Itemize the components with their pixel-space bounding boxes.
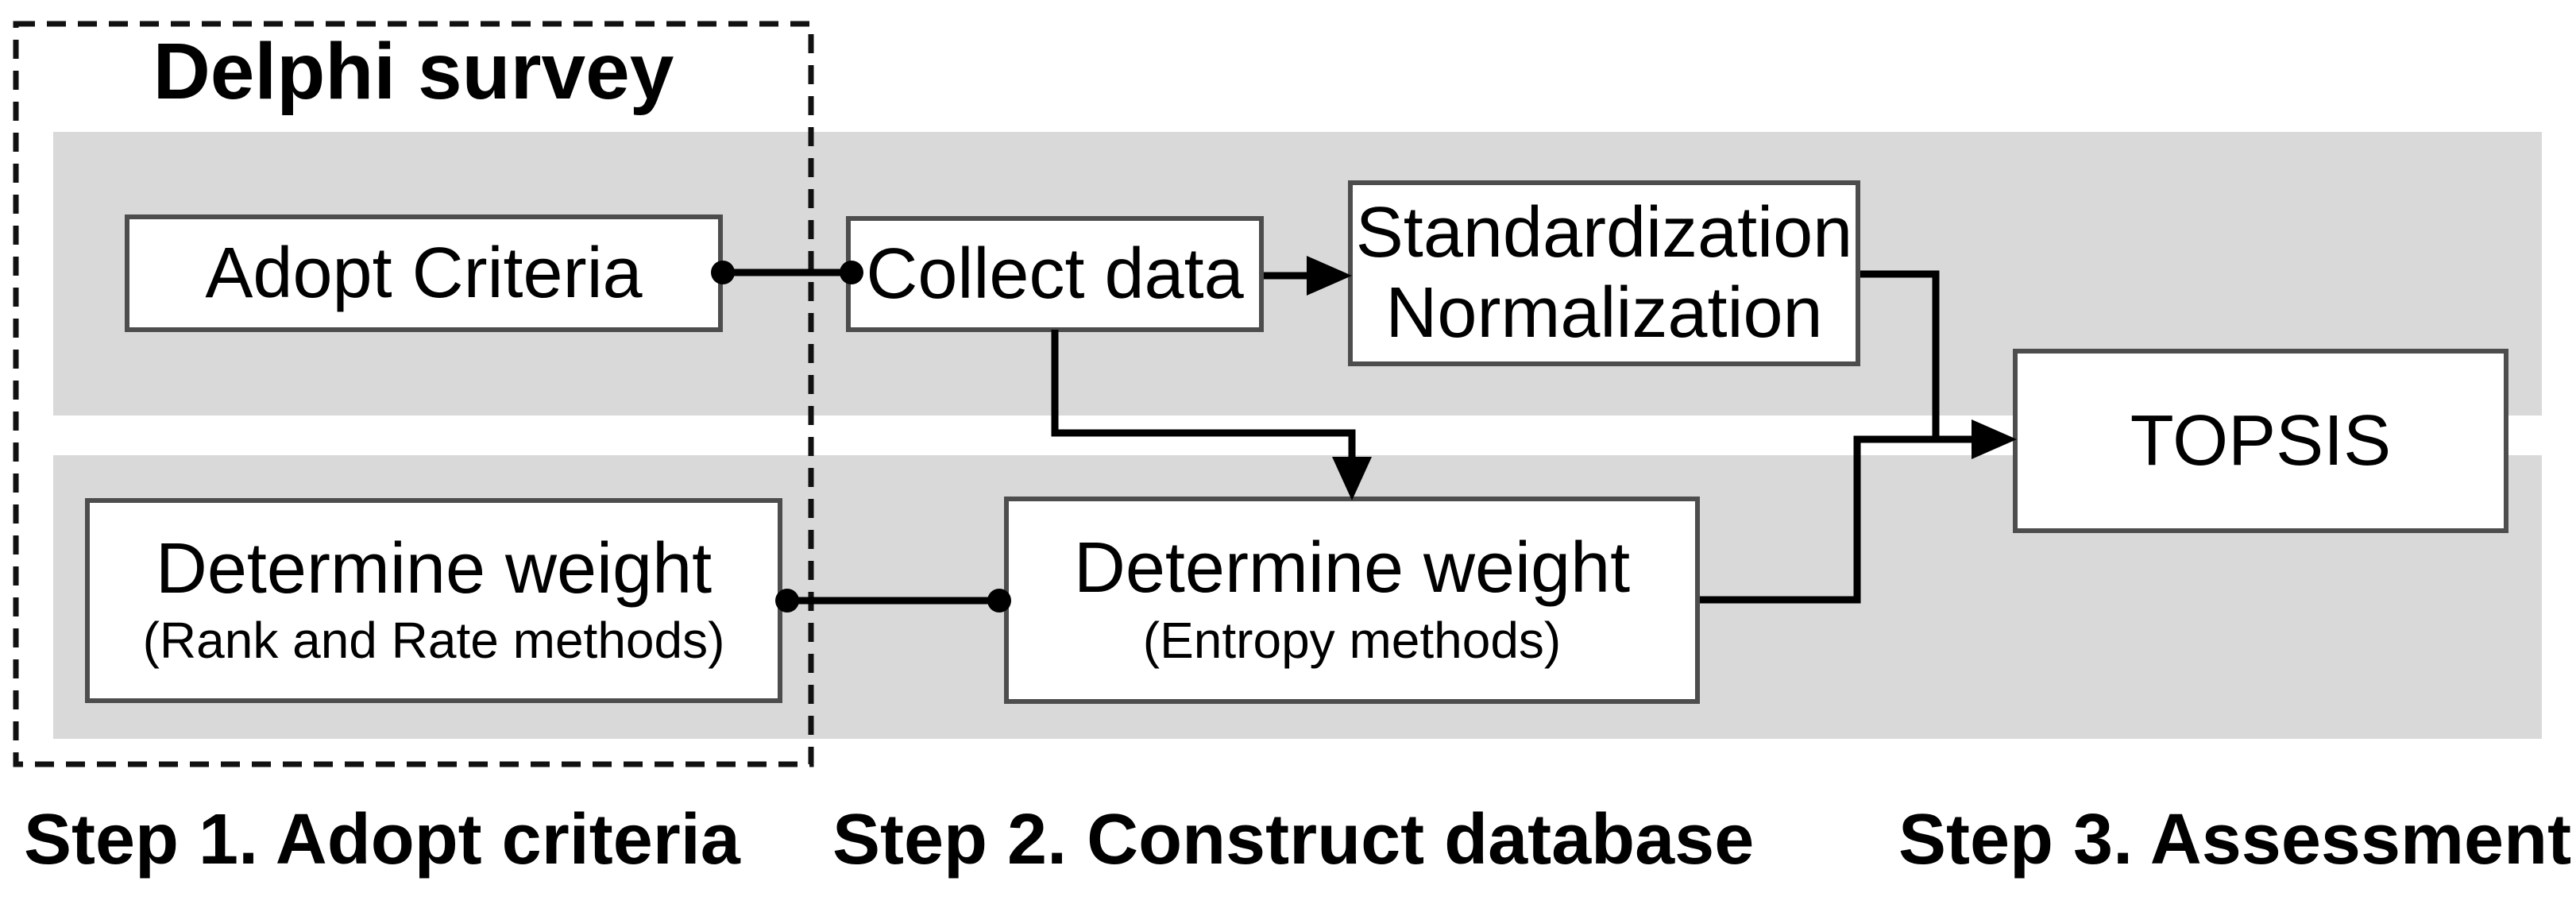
node-determine-weight-rank-rate: Determine weight (Rank and Rate methods)	[85, 498, 782, 703]
node-sublabel: (Rank and Rate methods)	[142, 612, 725, 670]
node-topsis: TOPSIS	[2013, 349, 2508, 533]
step-label-3: Step 3. Assessment	[1898, 800, 2572, 879]
node-sublabel: (Entropy methods)	[1142, 611, 1562, 669]
node-label-line2: Normalization	[1385, 273, 1823, 353]
node-label: Determine weight	[1073, 528, 1631, 609]
node-collect-data: Collect data	[846, 216, 1264, 332]
node-label: TOPSIS	[2130, 400, 2392, 481]
node-label: Collect data	[866, 234, 1244, 314]
arrowhead-icon	[1972, 419, 2017, 459]
step-label-1: Step 1. Adopt criteria	[24, 800, 740, 879]
node-label-line1: Standardization	[1355, 193, 1853, 273]
delphi-group-label: Delphi survey	[153, 27, 674, 116]
node-label: Adopt Criteria	[205, 233, 643, 313]
step-label-2: Step 2. Construct database	[832, 800, 1755, 879]
node-determine-weight-entropy: Determine weight (Entropy methods)	[1004, 497, 1700, 704]
node-standardization-normalization: Standardization Normalization	[1348, 180, 1860, 366]
node-adopt-criteria: Adopt Criteria	[125, 214, 723, 332]
node-label: Determine weight	[155, 528, 713, 609]
